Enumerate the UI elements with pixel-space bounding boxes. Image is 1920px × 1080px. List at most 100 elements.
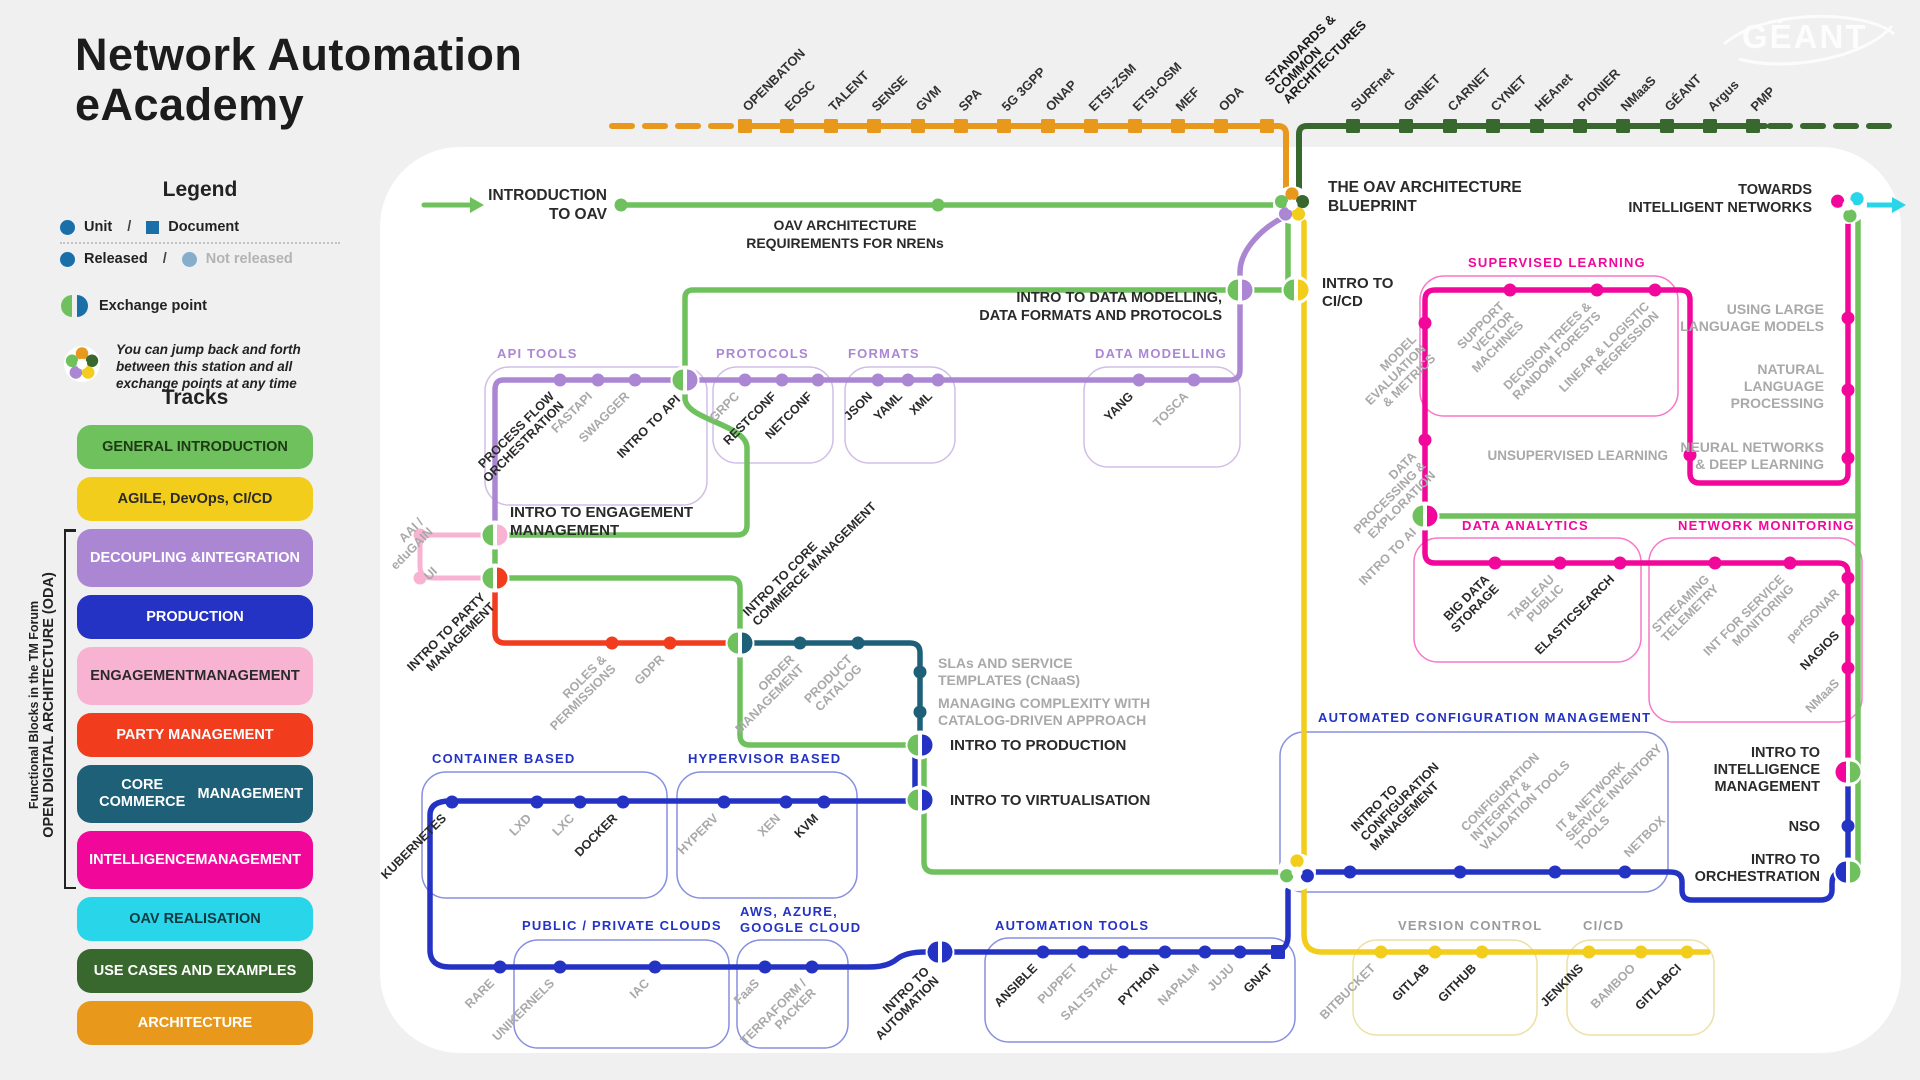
- map-label: PUBLIC / PRIVATE CLOUDS: [522, 918, 722, 933]
- map-label: HEAnet: [1532, 70, 1576, 114]
- station-unit: [1418, 316, 1432, 330]
- station-unit: [553, 373, 567, 387]
- station-unit: [1428, 945, 1442, 959]
- station-unit: [901, 373, 915, 387]
- map-label: CI/CD: [1583, 918, 1624, 933]
- track-pill-10: ARCHITECTURE: [77, 1001, 313, 1045]
- station-document: [1573, 119, 1587, 133]
- station-unit: [663, 636, 677, 650]
- exchange-right-half: [742, 632, 753, 654]
- station-document: [1530, 119, 1544, 133]
- map-label: CARNET: [1445, 65, 1494, 114]
- station-unit: [931, 373, 945, 387]
- map-label: NETWORK MONITORING: [1678, 518, 1855, 533]
- page-title: Network Automation eAcademy: [75, 29, 523, 131]
- station-unit: [1418, 433, 1432, 447]
- station-unit: [1841, 661, 1855, 675]
- legend-note-line: between this station and all: [116, 358, 293, 374]
- legend-unit-label: Unit: [84, 219, 113, 235]
- station-document: [911, 119, 925, 133]
- station-unit: [1841, 571, 1855, 585]
- station-document: [1443, 119, 1457, 133]
- hub-petal: [1843, 209, 1857, 223]
- station-unit: [413, 571, 427, 585]
- map-label: TALENT: [826, 68, 872, 114]
- station-document: [1171, 119, 1185, 133]
- metro-line: [738, 123, 1289, 193]
- hub-petal: [1291, 207, 1306, 221]
- station-unit: [1158, 945, 1172, 959]
- station-unit: [1841, 451, 1855, 465]
- exchange-left-half: [927, 941, 938, 963]
- map-label: INTRO TO PARTYMANAGEMENT: [404, 590, 498, 684]
- exchange-left-half: [672, 369, 683, 391]
- map-label: INTRO TO AI: [1356, 525, 1419, 588]
- group-box: [421, 771, 668, 899]
- arrow-head-icon: [1892, 197, 1906, 213]
- metro-line: [497, 287, 1293, 538]
- legend-header: Legend: [162, 178, 238, 201]
- map-label: EOSC: [782, 77, 819, 114]
- hub-petal: [81, 366, 95, 379]
- station-unit: [1503, 283, 1517, 297]
- map-label: INTRO TOAUTOMATION: [863, 964, 942, 1043]
- exchange-left-half: [1227, 279, 1238, 301]
- station-unit: [573, 795, 587, 809]
- map-label: DATA ANALYTICS: [1462, 518, 1589, 533]
- map-label: AUTOMATION TOOLS: [995, 918, 1149, 933]
- station-unit: [931, 198, 945, 212]
- station-unit: [1187, 373, 1201, 387]
- station-unit: [445, 795, 459, 809]
- map-label: GDPR: [632, 652, 667, 687]
- group-box: [1419, 275, 1679, 417]
- map-label: RARE: [462, 976, 497, 1011]
- map-label: ONAP: [1043, 77, 1080, 114]
- exchange-right-half: [1242, 279, 1253, 301]
- map-label: NSO: [1789, 819, 1820, 835]
- exchange-left-half: [907, 789, 918, 811]
- legend-note-line: You can jump back and forth: [116, 342, 301, 357]
- legend-slash: /: [127, 219, 132, 235]
- station-document: [1660, 119, 1674, 133]
- track-pill-1: AGILE, DevOps, CI/CD: [77, 477, 313, 521]
- track-pill-9: USE CASES AND EXAMPLES: [77, 949, 313, 993]
- station-unit: [811, 373, 825, 387]
- station-unit: [851, 636, 865, 650]
- map-label: INTRO TO PRODUCTION: [950, 737, 1126, 754]
- map-label: API TOOLS: [497, 346, 578, 361]
- hub-petal: [1300, 869, 1314, 883]
- station-document: [1346, 119, 1360, 133]
- map-label: CONTAINER BASED: [432, 751, 575, 766]
- track-pill-0: GENERAL INTRODUCTION: [77, 425, 313, 469]
- exchange-left-half: [482, 567, 493, 589]
- hub-petal: [1285, 187, 1299, 201]
- station-unit: [628, 373, 642, 387]
- hub-petal: [75, 347, 89, 360]
- station-document: [1703, 119, 1717, 133]
- station-unit: [775, 373, 789, 387]
- exchange-left-half: [1283, 279, 1294, 301]
- legend-row-unit-document: Unit / Document: [60, 214, 340, 240]
- station-document: [867, 119, 881, 133]
- station-unit: [1683, 448, 1697, 462]
- track-pill-5: PARTY MANAGEMENT: [77, 713, 313, 757]
- station-document: [954, 119, 968, 133]
- station-unit: [530, 795, 544, 809]
- map-label: UNSUPERVISED LEARNING: [1487, 448, 1668, 463]
- station-unit: [1634, 945, 1648, 959]
- map-label: Argus: [1705, 77, 1742, 114]
- map-label: VERSION CONTROL: [1398, 918, 1542, 933]
- legend-exchange-label: Exchange point: [99, 298, 207, 314]
- station-unit: [1132, 373, 1146, 387]
- exchange-right-half: [1850, 761, 1861, 783]
- map-label: NEURAL NETWORKS& DEEP LEARNING: [1680, 439, 1824, 472]
- page-title-line1: Network Automation: [75, 29, 523, 80]
- map-label: STANDARDS &COMMONARCHITECTURES: [1262, 0, 1370, 107]
- metro-line: [745, 640, 923, 740]
